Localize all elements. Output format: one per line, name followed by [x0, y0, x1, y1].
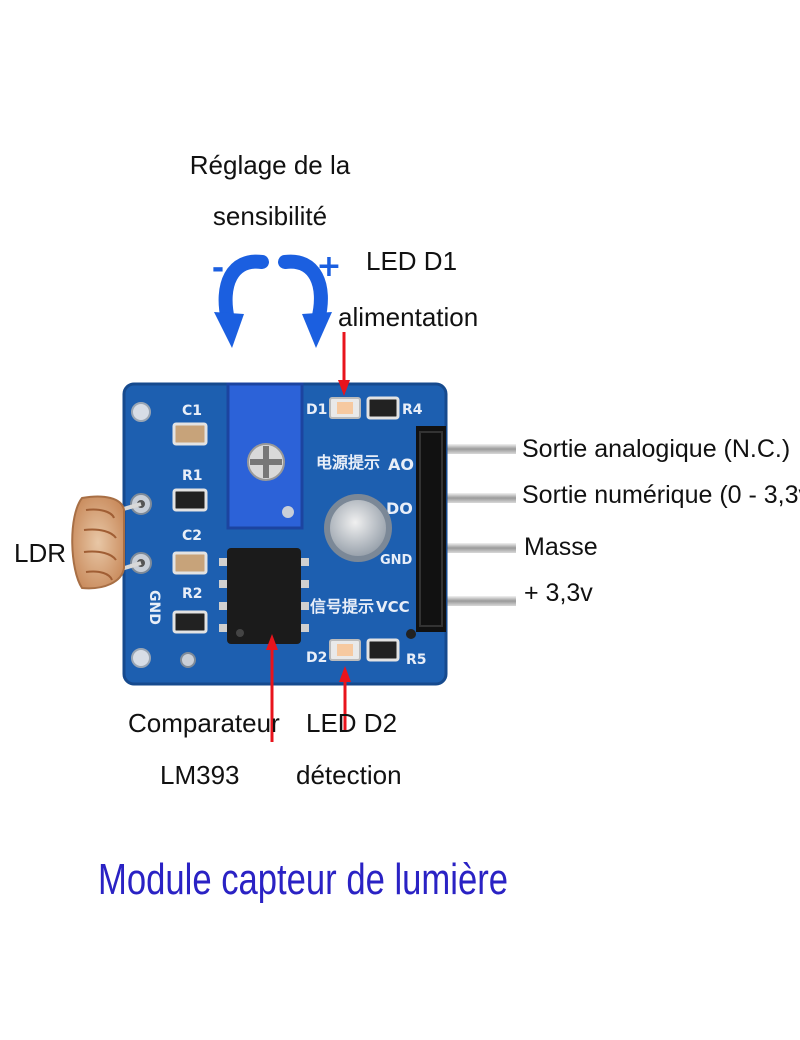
capacitor-c1 — [172, 422, 208, 446]
led-d2-label-line1: LED D2 — [306, 708, 397, 738]
minus-sign: - — [212, 251, 224, 286]
sensitivity-label-line2: sensibilité — [213, 201, 327, 231]
arrow-to-led-d1 — [338, 332, 350, 396]
diagram-title: Module capteur de lumière — [98, 855, 508, 904]
rotate-ccw-arrow-icon — [214, 254, 269, 348]
header-pins — [440, 444, 516, 606]
d2-label: D2 — [306, 650, 327, 666]
pin-vcc-label: VCC — [376, 598, 410, 616]
resistor-r5 — [366, 638, 400, 662]
d1-label: D1 — [306, 402, 327, 418]
led-d1-label-line1: LED D1 — [366, 246, 457, 276]
out-digital-label: Sortie numérique (0 - 3,3v) — [522, 481, 800, 509]
pin-do-label: DO — [386, 499, 413, 518]
gnd-side-label: GND — [146, 590, 162, 625]
r5-label: R5 — [406, 652, 427, 668]
r4-label: R4 — [402, 402, 423, 418]
light-sensor-disc — [324, 494, 392, 562]
resistor-r2 — [172, 610, 208, 634]
comparator-label-line1: Comparateur — [128, 708, 280, 738]
pin-ao — [440, 444, 516, 454]
resistor-r4 — [366, 396, 400, 420]
ground-label: Masse — [524, 533, 598, 561]
led-d2-label-line2: détection — [296, 760, 402, 790]
pin-gnd — [440, 543, 516, 553]
lm393-chip — [219, 548, 309, 644]
potentiometer — [226, 382, 304, 530]
comparator-label-line2: LM393 — [160, 760, 240, 790]
mounting-hole — [131, 648, 151, 668]
arrow-to-led-d2 — [339, 666, 351, 732]
vcc-label: + 3,3v — [524, 579, 593, 607]
ldr-photoresistor — [71, 495, 142, 590]
r1-label: R1 — [182, 468, 203, 484]
pcb-board: GND C1 R1 C2 R2 — [122, 382, 448, 686]
capacitor-c2 — [172, 551, 208, 575]
plus-sign: + — [316, 249, 341, 284]
pin-ao-label: AO — [388, 455, 414, 474]
power-hint-label: 电源提示 — [316, 453, 380, 472]
ldr-label: LDR — [14, 538, 66, 568]
r2-label: R2 — [182, 586, 203, 602]
c2-label: C2 — [182, 528, 202, 544]
out-analog-label: Sortie analogique (N.C.) — [522, 435, 790, 463]
rotate-cw-arrow-icon — [278, 254, 332, 348]
arrow-to-comparator — [266, 634, 278, 742]
c1-label: C1 — [182, 403, 202, 419]
sensitivity-label-line1: Réglage de la — [190, 150, 351, 180]
pin-do — [440, 493, 516, 503]
signal-hint-label: 信号提示 — [310, 597, 374, 616]
led-d1-label-line2: alimentation — [338, 302, 478, 332]
pin-gnd-label: GND — [380, 553, 413, 568]
resistor-r1 — [172, 488, 208, 512]
pin-vcc — [440, 596, 516, 606]
mounting-hole — [131, 402, 151, 422]
